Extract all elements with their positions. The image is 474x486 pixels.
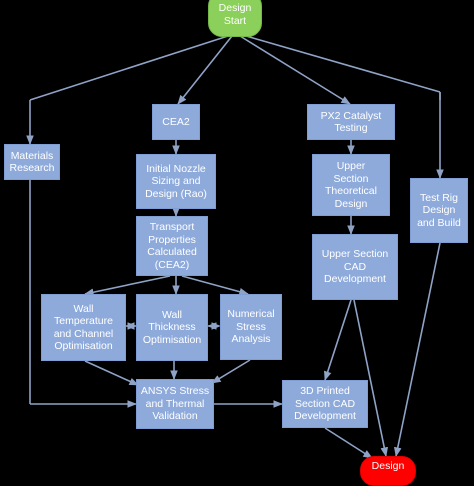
flow-connectors: [26, 35, 444, 459]
connector-upper-cad-to-printed: [324, 299, 352, 381]
cea2-node: CEA2: [152, 104, 200, 140]
px2-catalyst-testing-node: PX2 Catalyst Testing: [307, 104, 395, 140]
wall-temperature-optimisation-node: Wall Temperature and Channel Optimisatio…: [41, 294, 126, 361]
connector-numerical-to-ansys: [211, 359, 251, 384]
test-rig-design-node: Test Rig Design and Build: [410, 178, 468, 243]
3d-printed-section-cad-node: 3D Printed Section CAD Development: [282, 380, 368, 428]
design-end-node: Design: [360, 456, 416, 486]
connector-wall-temp-to-ansys: [84, 360, 139, 386]
numerical-stress-analysis-node: Numerical Stress Analysis: [220, 294, 282, 360]
upper-section-cad-development-node: Upper Section CAD Development: [312, 234, 398, 300]
connector-start-to-cea2: [177, 35, 233, 105]
initial-nozzle-sizing-node: Initial Nozzle Sizing and Design (Rao): [136, 154, 216, 209]
materials-research-node: Materials Research: [4, 144, 60, 180]
connector-upper-cad-to-design: [353, 299, 389, 457]
transport-properties-node: Transport Properties Calculated (CEA2): [136, 216, 208, 276]
connector-printed-to-design: [324, 427, 373, 459]
connector-start-to-px2: [239, 35, 351, 105]
connector-transport-to-numerical: [181, 275, 249, 296]
connector-start-to-materials: [29, 35, 229, 101]
upper-section-theoretical-design-node: Upper Section Theoretical Design: [312, 154, 390, 216]
design-start-node: Design Start: [208, 0, 262, 37]
connector-testrig-to-design: [393, 242, 441, 457]
connector-transport-to-wall-temp: [84, 275, 171, 296]
connector-start-to-testrig: [245, 35, 441, 93]
wall-thickness-optimisation-node: Wall Thickness Optimisation: [136, 294, 208, 361]
ansys-validation-node: ANSYS Stress and Thermal Validation: [136, 379, 214, 429]
